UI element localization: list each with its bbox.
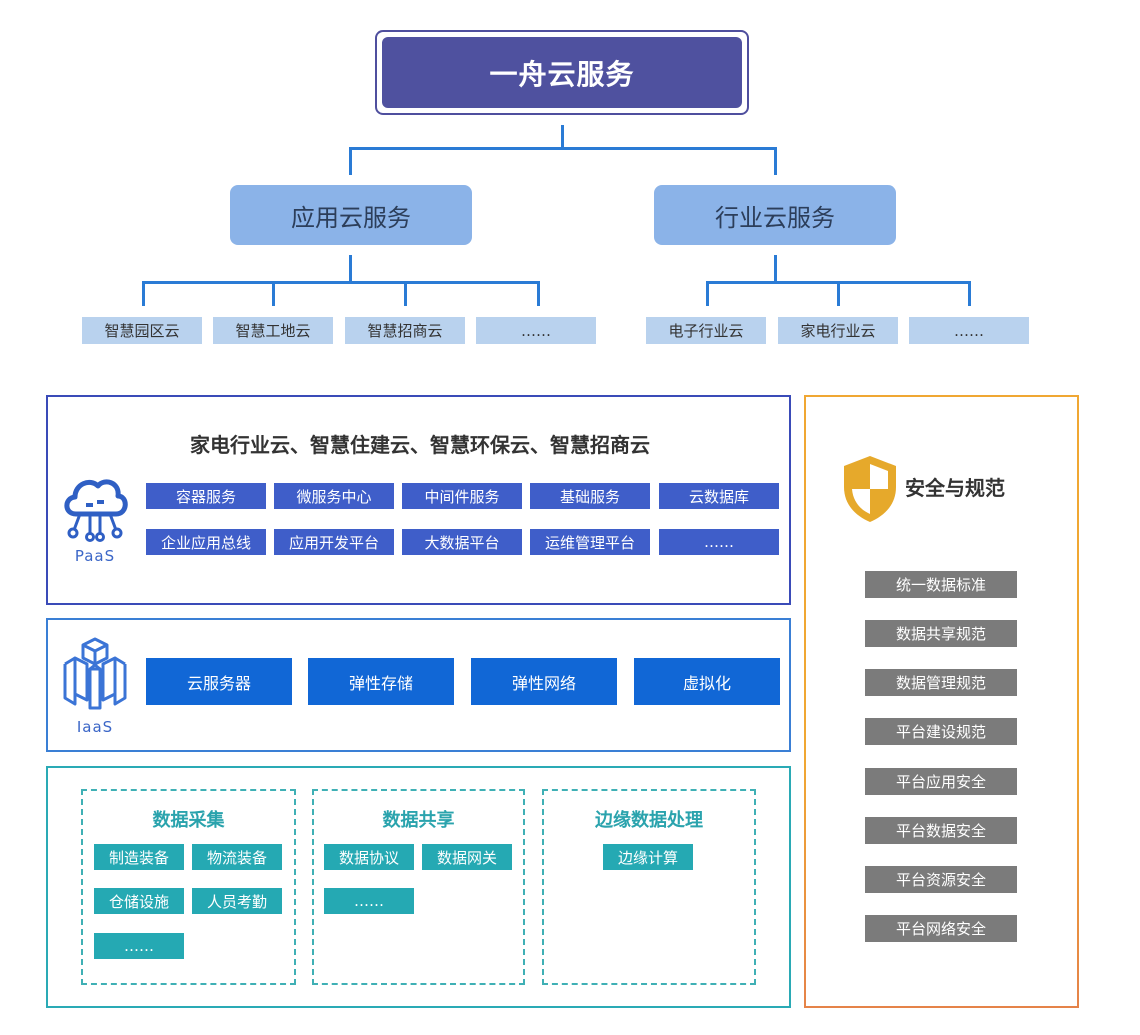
paas-service-item: 云数据库: [659, 483, 779, 509]
leaf-node: 电子行业云: [646, 317, 766, 344]
paas-service-item: 大数据平台: [402, 529, 522, 555]
iaas-resource-item: 云服务器: [146, 658, 292, 705]
leaf-node: ……: [909, 317, 1029, 344]
leaf-node: 家电行业云: [778, 317, 898, 344]
paas-service-item: 微服务中心: [274, 483, 394, 509]
data-group-title: 数据共享: [382, 810, 455, 831]
leaf-node: 智慧园区云: [82, 317, 202, 344]
iaas-label: IaaS: [76, 718, 114, 736]
data-group-box: [81, 789, 296, 985]
paas-service-item: 应用开发平台: [274, 529, 394, 555]
connector: [774, 147, 777, 175]
security-item: 平台资源安全: [865, 866, 1017, 893]
connector: [272, 281, 275, 306]
security-item: 平台建设规范: [865, 718, 1017, 745]
security-title: 安全与规范: [905, 475, 1005, 500]
iaas-panel: [46, 618, 791, 752]
data-item: 物流装备: [192, 844, 282, 870]
security-item: 平台数据安全: [865, 817, 1017, 844]
iaas-resource-item: 弹性存储: [308, 658, 454, 705]
data-item: ……: [94, 933, 184, 959]
data-item: 仓储设施: [94, 888, 184, 914]
branch-industry-cloud: 行业云服务: [654, 185, 896, 245]
connector: [837, 281, 840, 306]
data-item: 制造装备: [94, 844, 184, 870]
leaf-node: ……: [476, 317, 596, 344]
branch-app-cloud: 应用云服务: [230, 185, 472, 245]
connector: [404, 281, 407, 306]
iaas-resource-item: 弹性网络: [471, 658, 617, 705]
data-item: 数据网关: [422, 844, 512, 870]
security-item: 平台网络安全: [865, 915, 1017, 942]
shield-icon: [840, 453, 900, 525]
data-panel: [46, 766, 791, 1008]
connector: [142, 281, 145, 306]
paas-title: 家电行业云、智慧住建云、智慧环保云、智慧招商云: [190, 432, 650, 457]
connector: [537, 281, 540, 306]
paas-service-item: 基础服务: [530, 483, 650, 509]
connector: [142, 281, 540, 284]
paas-service-item: 企业应用总线: [146, 529, 266, 555]
data-group-title: 数据采集: [152, 810, 225, 831]
paas-service-item: 中间件服务: [402, 483, 522, 509]
data-group-box: [312, 789, 525, 985]
data-item: ……: [324, 888, 414, 914]
paas-panel: [46, 395, 791, 605]
paas-service-item: ……: [659, 529, 779, 555]
paas-service-item: 运维管理平台: [530, 529, 650, 555]
leaf-node: 智慧工地云: [213, 317, 333, 344]
connector: [968, 281, 971, 306]
security-item: 平台应用安全: [865, 768, 1017, 795]
data-item: 数据协议: [324, 844, 414, 870]
connector: [561, 125, 564, 149]
connector: [349, 147, 777, 150]
data-item: 人员考勤: [192, 888, 282, 914]
data-item: 边缘计算: [603, 844, 693, 870]
data-group-title: 边缘数据处理: [595, 810, 703, 831]
iaas-resource-item: 虚拟化: [634, 658, 780, 705]
connector: [706, 281, 709, 306]
paas-label: PaaS: [74, 547, 116, 565]
leaf-node: 智慧招商云: [345, 317, 465, 344]
server-cubes-icon: [62, 636, 128, 712]
cloud-network-icon: [58, 472, 132, 542]
root-node: 一舟云服务: [382, 37, 742, 108]
security-item: 数据管理规范: [865, 669, 1017, 696]
paas-service-item: 容器服务: [146, 483, 266, 509]
security-item: 数据共享规范: [865, 620, 1017, 647]
connector: [349, 255, 352, 283]
security-item: 统一数据标准: [865, 571, 1017, 598]
connector: [349, 147, 352, 175]
data-group-box: [542, 789, 756, 985]
connector: [774, 255, 777, 283]
